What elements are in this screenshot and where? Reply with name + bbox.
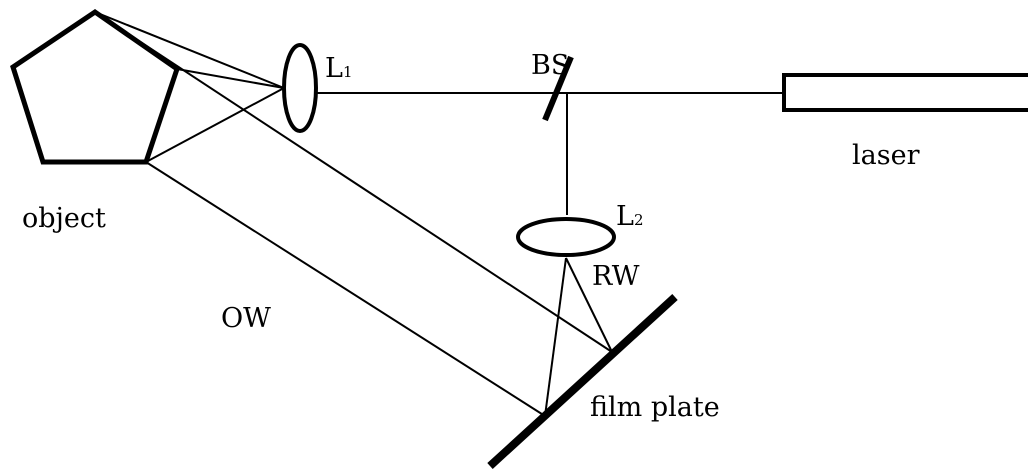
laser-tube <box>782 73 1028 112</box>
label-beam-splitter: BS <box>531 50 569 81</box>
label-lens-2-subscript: 2 <box>634 211 644 229</box>
object-wave-ray-upper <box>94 11 613 353</box>
beam-splitter <box>542 55 574 122</box>
label-lens-1-subscript: 1 <box>343 63 353 81</box>
reference-wave-ray-right <box>565 257 613 353</box>
ray-object-to-lens1-top <box>94 11 285 89</box>
label-laser: laser <box>852 140 920 171</box>
label-lens-2-letter: L <box>616 201 634 232</box>
object-wave-ray-lower <box>145 161 546 417</box>
reference-wave-ray-left <box>544 257 567 417</box>
lens-2 <box>516 217 616 257</box>
label-object: object <box>22 203 106 234</box>
lens-1 <box>282 43 318 133</box>
label-lens-2: L2 <box>616 201 643 232</box>
label-film-plate: film plate <box>590 392 720 423</box>
ray-object-to-lens1-mid <box>176 68 285 89</box>
ray-object-to-lens1-bottom <box>145 87 285 163</box>
label-lens-1: L1 <box>325 53 352 84</box>
label-object-wave: OW <box>221 303 271 334</box>
label-reference-wave: RW <box>592 261 640 292</box>
film-plate <box>487 294 678 469</box>
label-lens-1-letter: L <box>325 53 343 84</box>
object-pentagon <box>10 8 180 165</box>
